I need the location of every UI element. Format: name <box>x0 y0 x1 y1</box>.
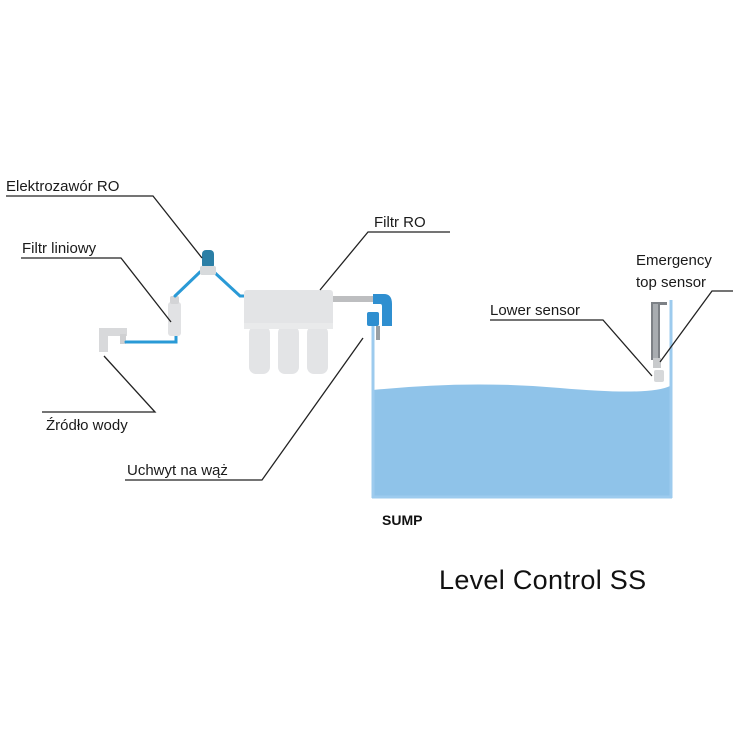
leader-hose-holder <box>125 337 364 481</box>
label-water-source: Źródło wody <box>46 417 128 434</box>
label-sump: SUMP <box>382 512 422 528</box>
leader-lower-sensor <box>490 319 653 377</box>
sump-tank <box>371 300 673 499</box>
level-sensors <box>651 302 667 382</box>
label-solenoid-valve: Elektrozawór RO <box>6 178 119 195</box>
solenoid-valve <box>200 250 216 275</box>
leader-emergency-sensor <box>659 290 733 363</box>
page-title: Level Control SS <box>439 565 646 595</box>
pipe-inline-filter-to-valve <box>173 270 202 298</box>
ro-output-pipe <box>333 296 377 302</box>
label-ro-filter: Filtr RO <box>374 214 426 231</box>
water-source-tap <box>99 328 127 352</box>
leader-water-source <box>42 355 157 413</box>
hose-holder <box>367 294 392 340</box>
leader-solenoid-valve <box>6 195 203 259</box>
label-inline-filter: Filtr liniowy <box>22 240 97 257</box>
ro-filter-unit <box>244 290 333 374</box>
sump-water <box>373 384 670 497</box>
label-emergency-line2: top sensor <box>636 274 706 291</box>
leader-inline-filter <box>21 257 172 323</box>
inline-filter <box>168 296 181 336</box>
label-emergency-line1: Emergency <box>636 252 712 269</box>
leader-ro-filter <box>319 231 450 291</box>
label-lower-sensor: Lower sensor <box>490 302 580 319</box>
pipe-source-to-inline-filter <box>124 332 178 344</box>
label-hose-holder: Uchwyt na wąż <box>127 462 228 479</box>
